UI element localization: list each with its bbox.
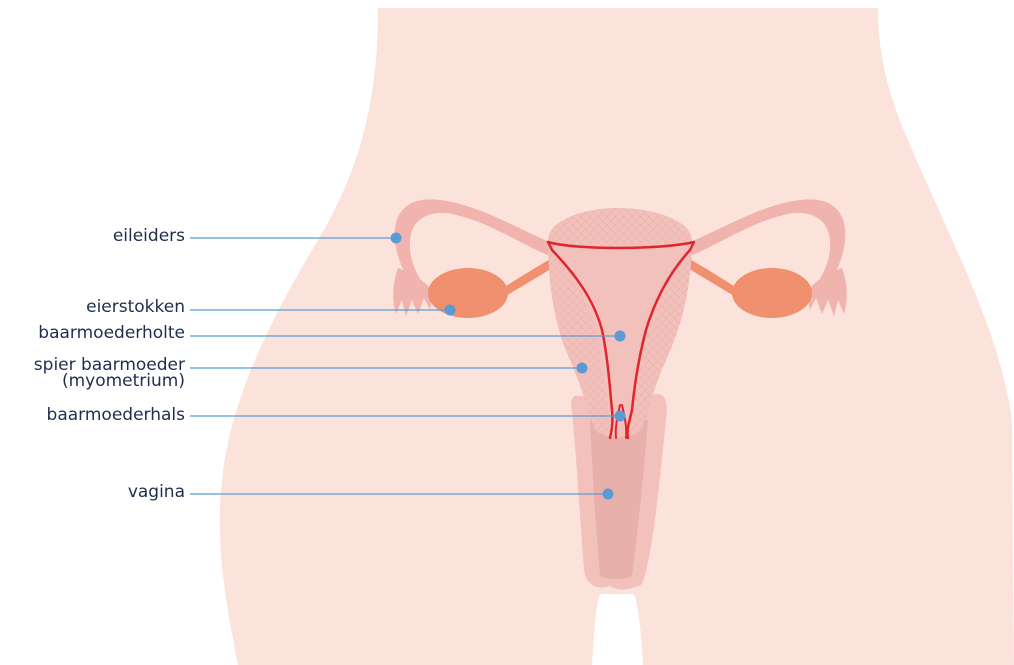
right-ovary [732,268,812,318]
pointer-dot-eierstokken [445,305,456,316]
label-eierstokken: eierstokken [86,299,185,316]
label-vagina: vagina [128,484,185,501]
pointer-dot-vagina [603,489,614,500]
label-eileiders: eileiders [113,228,185,245]
label-baarmoederholte: baarmoederholte [38,325,185,342]
pointer-dot-eileiders [391,233,402,244]
pointer-dot-baarmoederhals [615,411,626,422]
label-spier-baarmoeder: spier baarmoeder (myometrium) [34,357,185,389]
label-spier-line2: (myometrium) [34,373,185,389]
pointer-dot-spier [577,363,588,374]
pointer-dot-baarmoederholte [615,331,626,342]
label-baarmoederhals: baarmoederhals [47,407,185,424]
